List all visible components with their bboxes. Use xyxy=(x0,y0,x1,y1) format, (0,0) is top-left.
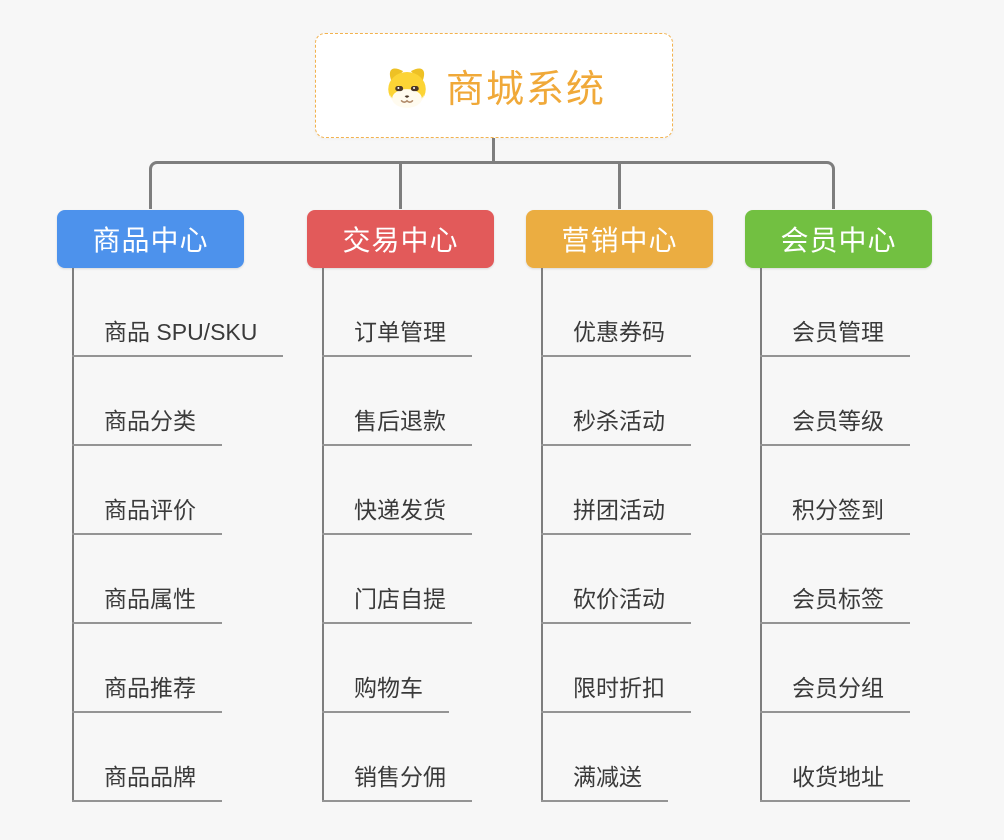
branch-item[interactable]: 商品评价 xyxy=(72,496,222,535)
branch-item[interactable]: 限时折扣 xyxy=(541,674,691,713)
root-topic[interactable]: 商城系统 xyxy=(315,33,673,138)
connector-rail xyxy=(149,161,835,209)
branch-item[interactable]: 优惠券码 xyxy=(541,318,691,357)
branch-item[interactable]: 商品推荐 xyxy=(72,674,222,713)
branch-item[interactable]: 商品 SPU/SKU xyxy=(72,318,284,357)
branch-item[interactable]: 购物车 xyxy=(322,674,449,713)
branch-header-label: 交易中心 xyxy=(342,225,459,256)
branch-item[interactable]: 拼团活动 xyxy=(541,496,691,535)
branch-header-label: 营销中心 xyxy=(561,225,678,256)
branch-item[interactable]: 收货地址 xyxy=(760,763,910,802)
branch-item[interactable]: 积分签到 xyxy=(760,496,910,535)
branch-item[interactable]: 订单管理 xyxy=(322,318,472,357)
branch-item[interactable]: 砍价活动 xyxy=(541,585,691,624)
branch-header[interactable]: 商品中心 xyxy=(57,210,244,268)
branch-item[interactable]: 会员管理 xyxy=(760,318,910,357)
branch-item[interactable]: 商品分类 xyxy=(72,407,222,446)
connector-root-stem xyxy=(492,137,495,163)
branch-item[interactable]: 会员等级 xyxy=(760,407,910,446)
branch-item[interactable]: 会员分组 xyxy=(760,674,910,713)
branch-header[interactable]: 会员中心 xyxy=(745,210,932,268)
branch-item[interactable]: 秒杀活动 xyxy=(541,407,691,446)
branch-item[interactable]: 满减送 xyxy=(541,763,668,802)
branch-header-label: 商品中心 xyxy=(92,225,209,256)
branch-item[interactable]: 快递发货 xyxy=(322,496,472,535)
branch-header-label: 会员中心 xyxy=(780,225,897,256)
branch-item[interactable]: 售后退款 xyxy=(322,407,472,446)
branch-item[interactable]: 商品属性 xyxy=(72,585,222,624)
branch-item[interactable]: 商品品牌 xyxy=(72,763,222,802)
branch-header[interactable]: 交易中心 xyxy=(307,210,494,268)
connector-drop-branch-2 xyxy=(399,164,402,209)
branch-item[interactable]: 门店自提 xyxy=(322,585,472,624)
branch-item[interactable]: 会员标签 xyxy=(760,585,910,624)
branch-header[interactable]: 营销中心 xyxy=(526,210,713,268)
connector-drop-branch-3 xyxy=(618,164,621,209)
dog-face-icon xyxy=(388,68,426,108)
branch-item[interactable]: 销售分佣 xyxy=(322,763,472,802)
root-topic-label: 商城系统 xyxy=(445,69,606,111)
